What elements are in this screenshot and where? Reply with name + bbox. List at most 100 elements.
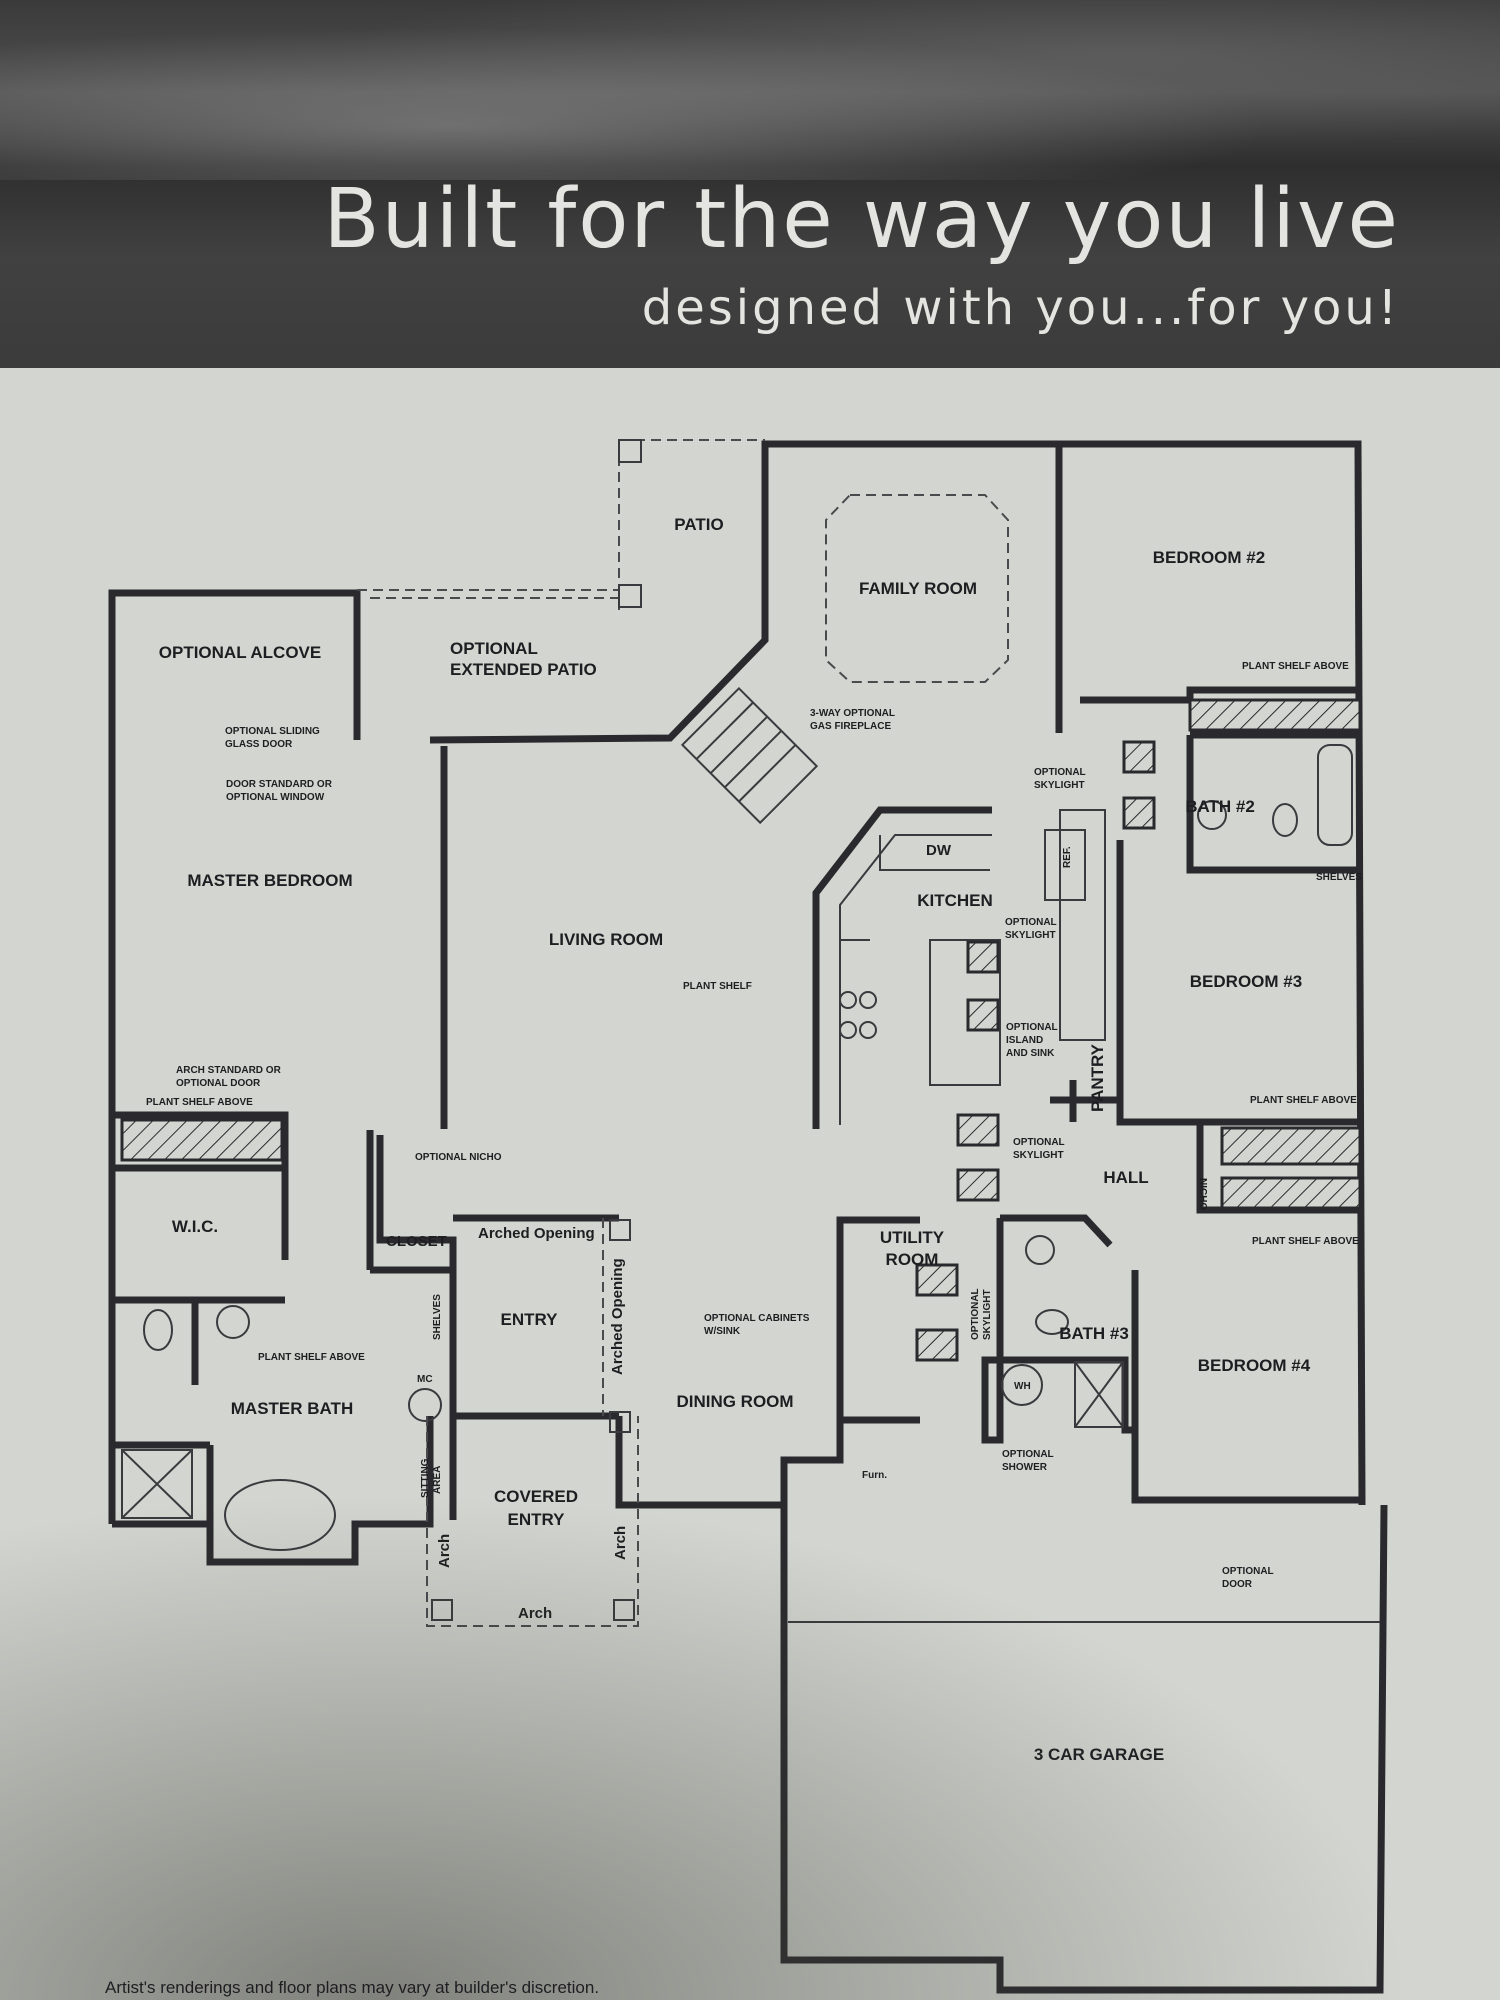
room-label-extended-patio: OPTIONAL xyxy=(450,639,538,658)
toilet xyxy=(143,1309,173,1351)
annotation-optional-shower: SHOWER xyxy=(1002,1462,1048,1473)
annotation-optional-skylight: OPTIONAL xyxy=(1034,767,1086,778)
annotation-optional-door: OPTIONAL xyxy=(1222,1566,1274,1577)
room-label-utility-room: UTILITY xyxy=(880,1228,945,1247)
annotation-optional-skylight: OPTIONAL xyxy=(1005,917,1057,928)
headline: Built for the way you live xyxy=(323,172,1400,267)
annotation-door-or-window: DOOR STANDARD OR xyxy=(226,779,333,790)
annotation-island-sink: ISLAND xyxy=(1006,1035,1043,1046)
water-heater xyxy=(1001,1364,1043,1406)
annotation-optional-skylight: SKYLIGHT xyxy=(1005,930,1056,941)
banner-wave-decoration xyxy=(0,0,1500,180)
annotation-optional-skylight: OPTIONAL xyxy=(1013,1137,1065,1148)
annotation-door-or-window: OPTIONAL WINDOW xyxy=(226,792,325,803)
water-heater-label: WH xyxy=(1014,1381,1031,1392)
annotation-island-sink: OPTIONAL xyxy=(1006,1022,1058,1033)
kitchen-counter xyxy=(1059,809,1106,1041)
bath-fixtures xyxy=(121,744,1353,1551)
burner-icon xyxy=(859,1021,877,1039)
skylights xyxy=(915,740,1156,1362)
annotation-cabinets-sink: W/SINK xyxy=(704,1326,741,1337)
room-label-optional-alcove: OPTIONAL ALCOVE xyxy=(159,643,321,662)
room-label-pantry: PANTRY xyxy=(1088,1043,1107,1112)
room-label-closet: CLOSET xyxy=(386,1233,447,1250)
plant-shelves xyxy=(120,698,1362,1210)
header-banner: Built for the way you live designed with… xyxy=(0,0,1500,368)
room-label-kitchen: KITCHEN xyxy=(917,891,993,910)
room-label-bath-3: BATH #3 xyxy=(1059,1324,1129,1343)
annotation-optional-skylight: SKYLIGHT xyxy=(1013,1150,1064,1161)
arched-opening-label: Arched Opening xyxy=(478,1225,595,1242)
room-label-extended-patio: EXTENDED PATIO xyxy=(450,660,597,679)
annotation-arch-or-door: ARCH STANDARD OR xyxy=(176,1065,282,1076)
bathtub xyxy=(1317,744,1353,846)
sink xyxy=(216,1305,250,1339)
annotation-plant-shelf-above: PLANT SHELF ABOVE xyxy=(1250,1095,1357,1106)
fireplace xyxy=(680,686,819,825)
patio-column xyxy=(618,584,642,608)
annotation-fireplace: GAS FIREPLACE xyxy=(810,721,891,732)
furnace-label: Furn. xyxy=(862,1470,887,1481)
annotations: PLANT SHELF ABOVE 3-WAY OPTIONAL GAS FIR… xyxy=(146,661,1359,1590)
family-room-ceiling xyxy=(825,494,1009,683)
room-label-garage: 3 CAR GARAGE xyxy=(1034,1745,1164,1764)
room-label-entry: ENTRY xyxy=(501,1310,559,1329)
annotation-sliding-glass-door: GLASS DOOR xyxy=(225,739,293,750)
refrigerator xyxy=(1044,829,1086,901)
room-label-hall: HALL xyxy=(1103,1168,1148,1187)
room-label-master-bath: MASTER BATH xyxy=(231,1399,353,1418)
sink xyxy=(1025,1235,1055,1265)
room-label-bath-2: BATH #2 xyxy=(1185,797,1255,816)
annotation-plant-shelf: PLANT SHELF xyxy=(683,981,752,992)
annotation-island-sink: AND SINK xyxy=(1006,1048,1055,1059)
bathtub xyxy=(224,1479,336,1551)
annotation-plant-shelf-above: PLANT SHELF ABOVE xyxy=(258,1352,365,1363)
refrigerator-label: REF. xyxy=(1062,846,1073,868)
room-label-bedroom-4: BEDROOM #4 xyxy=(1198,1356,1311,1375)
patio-structure xyxy=(357,439,765,612)
room-label-patio: PATIO xyxy=(674,515,723,534)
entry-column xyxy=(431,1599,453,1621)
annotation-sliding-glass-door: OPTIONAL SLIDING xyxy=(225,726,320,737)
sitting-area-label: SITTING xyxy=(420,1458,431,1498)
sink xyxy=(1197,800,1227,830)
annotation-optional-skylight: SKYLIGHT xyxy=(1034,780,1085,791)
room-label-covered-entry: ENTRY xyxy=(508,1510,566,1529)
annotation-optional-shower: OPTIONAL xyxy=(1002,1449,1054,1460)
burner-icon xyxy=(839,1021,857,1039)
burner-icon xyxy=(839,991,857,1009)
annotation-plant-shelf-above: PLANT SHELF ABOVE xyxy=(1252,1236,1359,1247)
burner-icon xyxy=(859,991,877,1009)
arch-label: Arch xyxy=(518,1605,552,1622)
arch-label: Arch xyxy=(436,1534,453,1568)
exterior-walls xyxy=(108,440,1388,1994)
annotation-plant-shelf-above: PLANT SHELF ABOVE xyxy=(146,1097,253,1108)
toilet xyxy=(1035,1309,1069,1335)
kitchen-counters xyxy=(812,806,1106,1129)
room-label-covered-entry: COVERED xyxy=(494,1487,578,1506)
annotation-fireplace: 3-WAY OPTIONAL xyxy=(810,708,895,719)
entry-column xyxy=(609,1411,631,1433)
entry-column xyxy=(613,1599,635,1621)
room-label-wic: W.I.C. xyxy=(172,1217,218,1236)
entry-column xyxy=(609,1219,631,1241)
toilet xyxy=(1272,803,1298,837)
room-label-bedroom-3: BEDROOM #3 xyxy=(1190,972,1302,991)
sink xyxy=(408,1388,442,1422)
arched-opening-label: Arched Opening xyxy=(609,1258,626,1375)
mc-label: MC xyxy=(417,1374,433,1385)
annotation-optional-skylight: OPTIONAL xyxy=(970,1288,981,1340)
room-label-living-room: LIVING ROOM xyxy=(549,930,663,949)
shelves-label: SHELVES xyxy=(1316,872,1362,883)
tagline: designed with you...for you! xyxy=(641,280,1400,336)
nicho-label: NICHO xyxy=(1197,1178,1208,1210)
annotation-cabinets-sink: OPTIONAL CABINETS xyxy=(704,1313,810,1324)
room-label-family-room: FAMILY ROOM xyxy=(859,579,977,598)
annotation-arch-or-door: OPTIONAL DOOR xyxy=(176,1078,261,1089)
sitting-area-label: AREA xyxy=(432,1466,443,1494)
shelves-label: SHELVES xyxy=(432,1294,443,1340)
disclaimer: Artist's renderings and floor plans may … xyxy=(105,1978,600,1997)
room-label-dining-room: DINING ROOM xyxy=(676,1392,793,1411)
